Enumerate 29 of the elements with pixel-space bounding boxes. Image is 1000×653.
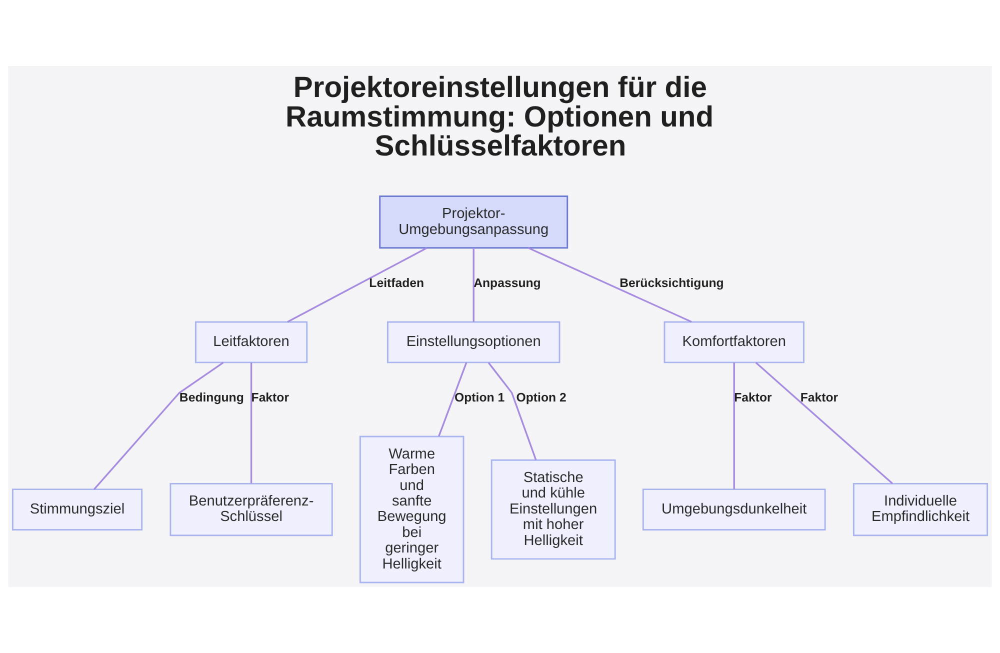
connector xyxy=(250,362,252,484)
edge-label: Leitfaden xyxy=(369,276,424,290)
connector xyxy=(755,362,894,484)
edge-label: Option 1 xyxy=(454,390,505,405)
node-box: Umgebungsdunkelheit xyxy=(642,488,826,530)
edge-label: Bedingung xyxy=(179,390,244,405)
edge-label: Faktor xyxy=(800,390,838,405)
connector xyxy=(287,247,428,323)
edge-label: Berücksichtigung xyxy=(620,276,724,290)
connector xyxy=(472,248,474,322)
edge-label: Faktor xyxy=(251,390,290,405)
node-box: Benutzerpräferenz-Schlüssel xyxy=(170,482,333,536)
node-box: Individuelle Empfindlichkeit xyxy=(852,482,988,536)
node-box: Einstellungsoptionen xyxy=(386,321,560,364)
connector xyxy=(733,362,735,490)
connector xyxy=(438,362,468,437)
node-box: Stimmungsziel xyxy=(12,488,143,530)
connector xyxy=(528,247,692,323)
connector xyxy=(94,362,224,490)
node-box: Warme Farben und sanfte Bewegung bei geringer Helligkeit xyxy=(359,436,464,584)
connector xyxy=(488,362,537,460)
node-box: Komfortfaktoren xyxy=(664,321,804,364)
node-box: Leitfaktoren xyxy=(194,321,308,364)
diagram-title: Projektoreinstellungen für die Raumstimmung: Optionen und Schlüsselfaktoren xyxy=(286,72,714,163)
edge-label: Option 2 xyxy=(516,390,566,405)
edge-label: Anpassung xyxy=(474,276,541,290)
node-box: Statische und kühle Einstellungen mit hoher Helligkeit xyxy=(490,459,616,560)
edge-label: Faktor xyxy=(734,390,772,405)
node-box: Projektor-Umgebungsanpassung xyxy=(379,196,568,249)
